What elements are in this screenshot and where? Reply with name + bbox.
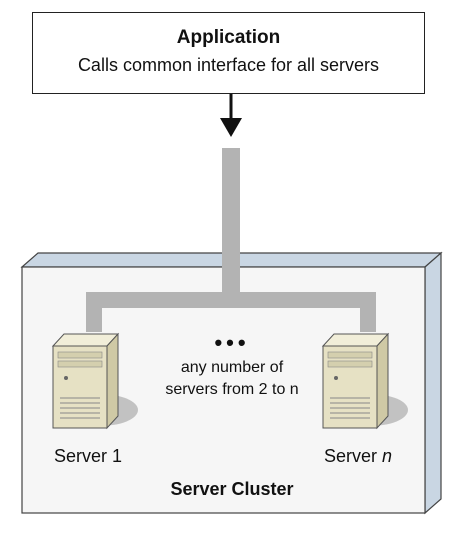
application-title: Application: [176, 27, 281, 48]
cluster-annotation: any number of servers from 2 to n: [165, 357, 298, 401]
application-subtitle: Calls common interface for all servers: [77, 55, 380, 75]
ellipsis-icon: •••: [214, 330, 250, 355]
connector-horizontal: [86, 292, 376, 308]
server-1-label-prefix: Server: [53, 446, 107, 466]
application-box: Application Calls common interface for a…: [32, 12, 425, 94]
server-n-label-suffix: n: [382, 446, 393, 466]
arrow-down-icon: [220, 94, 242, 137]
connector-vertical: [222, 148, 240, 300]
server-icon: [51, 332, 138, 430]
cluster-side-face: [424, 251, 442, 515]
server-1-label: Server 1: [54, 446, 122, 467]
server-n-label-prefix: Server: [323, 446, 377, 466]
server-n-label: Server n: [324, 446, 392, 467]
cluster-title: Server Cluster: [170, 479, 294, 499]
connector-left-drop: [86, 292, 102, 332]
annotation-line-1: any number of: [180, 359, 284, 376]
connector-right-drop: [360, 292, 376, 332]
server-1-label-suffix: 1: [112, 446, 123, 466]
annotation-line-2: servers from 2 to n: [165, 381, 299, 398]
server-icon: [321, 332, 408, 430]
